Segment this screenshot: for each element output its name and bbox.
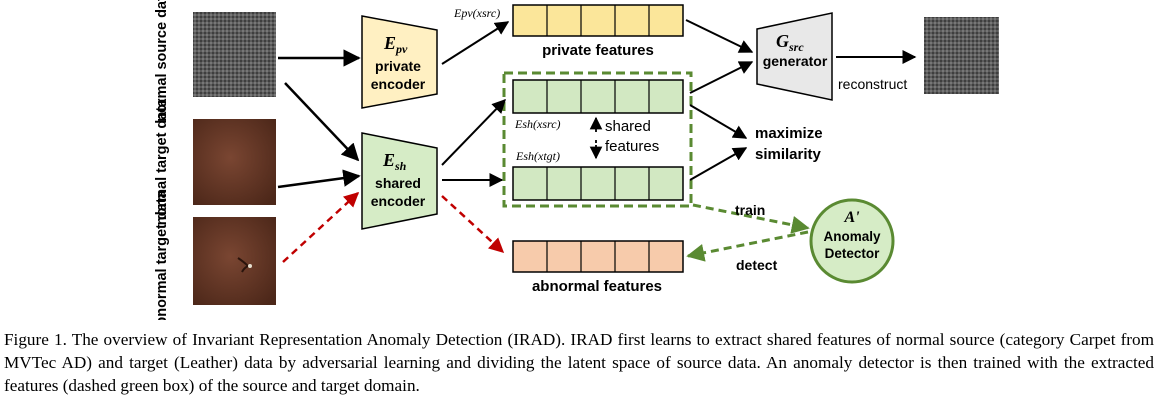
private-encoder-line1: private bbox=[375, 58, 421, 74]
private-encoder-symbol: Epv bbox=[383, 33, 408, 56]
arrow-tgt-to-similarity bbox=[689, 147, 748, 181]
private-encoder-shape bbox=[361, 15, 438, 109]
anomaly-detector-line2: Detector bbox=[825, 246, 881, 261]
shared-encoder-line1: shared bbox=[375, 175, 421, 191]
arrow-shared-to-abnormal bbox=[441, 195, 505, 254]
detect-label: detect bbox=[736, 257, 778, 273]
abnormal-features-vector bbox=[512, 240, 684, 273]
normal-target-image bbox=[193, 119, 276, 205]
arrow-detect bbox=[686, 230, 809, 262]
abnormal-target-image bbox=[193, 217, 276, 305]
shared-encoder-symbol: Esh bbox=[382, 150, 407, 173]
figure-caption: Figure 1. The overview of Invariant Repr… bbox=[4, 330, 1154, 395]
arrow-private-encoder-to-features bbox=[441, 21, 510, 65]
shared-features-label-2: features bbox=[605, 138, 659, 155]
normal-target-label: normal target data bbox=[154, 98, 170, 225]
anomaly-detector-symbol: A' bbox=[843, 209, 860, 226]
shared-features-src-vector bbox=[512, 79, 684, 114]
arrow-src-to-similarity bbox=[689, 104, 748, 139]
arrow-source-to-shared bbox=[284, 82, 360, 162]
arrow-private-to-generator bbox=[685, 19, 754, 53]
anomaly-detector-circle bbox=[809, 198, 895, 284]
generator-shape bbox=[756, 12, 833, 101]
abnormal-features-label: abnormal features bbox=[532, 278, 662, 295]
generator-symbol: Gsrc bbox=[776, 31, 804, 54]
esh-src-label: Esh(xsrc) bbox=[514, 117, 561, 131]
epv-output-label: Epv(xsrc) bbox=[453, 6, 500, 20]
shared-features-label-1: shared bbox=[605, 118, 651, 135]
arrow-abnormal-to-shared bbox=[282, 191, 360, 263]
arrow-target-to-shared bbox=[277, 169, 361, 189]
anomaly-detector-line1: Anomaly bbox=[823, 229, 881, 244]
shared-encoder-line2: encoder bbox=[371, 193, 426, 209]
shared-features-box bbox=[502, 71, 693, 208]
train-label: train bbox=[735, 202, 765, 218]
normal-source-label: normal source data bbox=[154, 0, 170, 122]
arrow-shared-src-to-generator bbox=[689, 61, 754, 94]
normal-source-image bbox=[193, 12, 276, 97]
private-encoder-line2: encoder bbox=[371, 76, 426, 92]
abnormal-target-label: abnormal target data bbox=[154, 189, 170, 320]
private-features-label: private features bbox=[542, 42, 654, 59]
esh-tgt-label: Esh(xtgt) bbox=[515, 149, 560, 163]
reconstructed-image bbox=[924, 17, 999, 94]
private-features-vector bbox=[512, 4, 684, 37]
generator-label: generator bbox=[763, 53, 828, 69]
shared-encoder-shape bbox=[361, 132, 438, 230]
maximize-label-1: maximize bbox=[755, 125, 823, 142]
arrow-shared-to-src-features bbox=[441, 98, 506, 166]
irad-overview-diagram: normal source data normal target data ab… bbox=[154, 0, 999, 320]
arrow-train bbox=[692, 203, 810, 234]
maximize-label-2: similarity bbox=[755, 146, 822, 163]
reconstruct-label: reconstruct bbox=[838, 76, 907, 92]
shared-features-tgt-vector bbox=[512, 166, 684, 201]
